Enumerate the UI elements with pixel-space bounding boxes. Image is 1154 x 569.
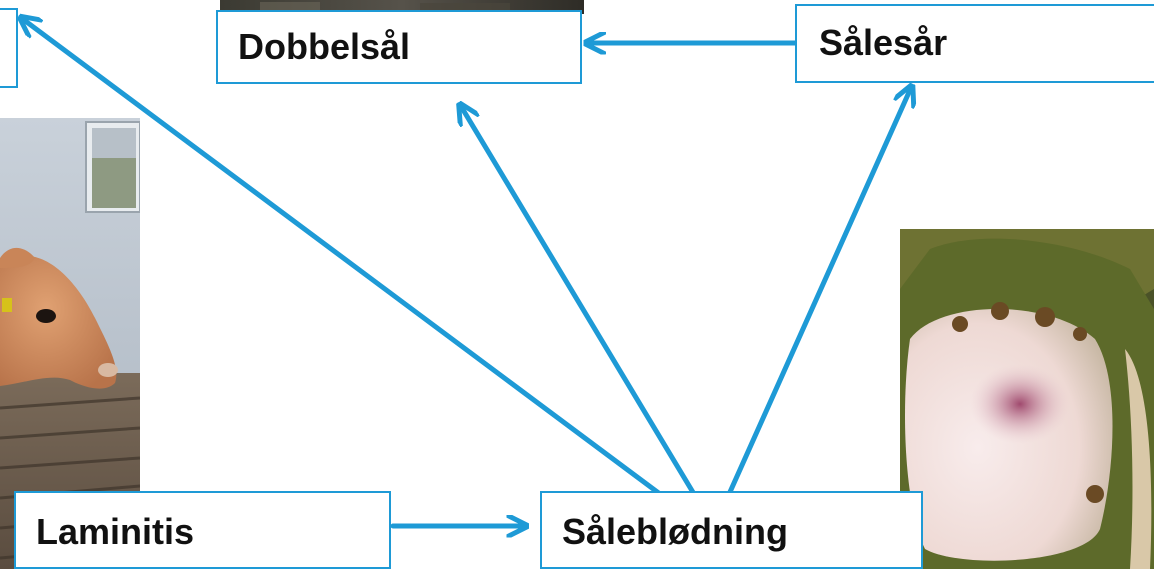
- node-saleblodning-label: Såleblødning: [562, 511, 789, 552]
- node-salesar-label: Sålesår: [819, 22, 948, 63]
- node-laminitis-label: Laminitis: [36, 511, 195, 552]
- node-dobbelsal-label: Dobbelsål: [238, 26, 411, 67]
- offscreen-box-top-left: [0, 8, 18, 88]
- hoof-sole-photo: [900, 229, 1154, 569]
- arrow-saleblodning-to-dobbelsal: [462, 108, 697, 497]
- hoof-sole-image: [900, 229, 1154, 569]
- node-dobbelsal: Dobbelsål: [216, 10, 582, 84]
- node-laminitis: Laminitis: [14, 491, 391, 569]
- node-saleblodning: Såleblødning: [540, 491, 923, 569]
- node-salesar: Sålesår: [795, 4, 1154, 83]
- arrow-saleblodning-to-topleft: [24, 20, 663, 497]
- arrow-saleblodning-to-salesar: [727, 90, 910, 495]
